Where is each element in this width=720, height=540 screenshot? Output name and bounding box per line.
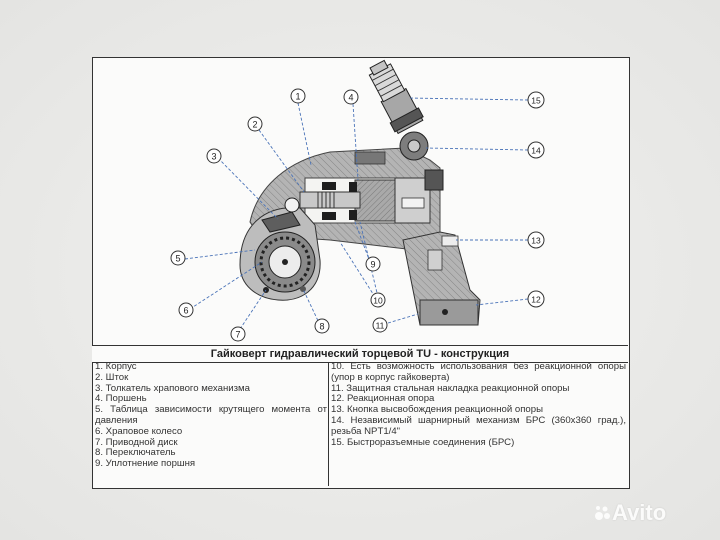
piston-seal-bottom — [349, 210, 357, 220]
callout-10: 10 — [370, 292, 386, 308]
legend-item: 2. Шток — [95, 371, 129, 383]
callout-15: 15 — [527, 91, 545, 109]
svg-text:14: 14 — [531, 146, 541, 156]
callout-2: 2 — [247, 116, 263, 132]
callout-7: 7 — [230, 326, 246, 342]
release-button — [441, 235, 459, 247]
svg-text:6: 6 — [183, 306, 188, 316]
legend-item: 6. Храповое колесо — [95, 425, 183, 437]
svg-text:8: 8 — [319, 322, 324, 332]
legend-item: 10. Есть возможность использования без р… — [331, 361, 626, 383]
svg-text:7: 7 — [235, 330, 240, 340]
callout-4: 4 — [343, 89, 359, 105]
reaction-arm — [402, 231, 481, 326]
legend-item: 3. Толкатель храпового механизма — [95, 382, 250, 394]
swivel-coupler — [368, 59, 429, 161]
ratchet-head — [239, 197, 321, 301]
svg-text:5: 5 — [175, 254, 180, 264]
callout-5: 5 — [170, 250, 186, 266]
svg-text:9: 9 — [370, 260, 375, 270]
svg-text:15: 15 — [531, 96, 541, 106]
legend-item: 11. Защитная стальная накладка реакционн… — [331, 382, 570, 394]
legend-item: 5. Таблица зависимости крутящего момента… — [95, 404, 327, 426]
svg-text:12: 12 — [531, 295, 541, 305]
legend-item: 12. Реакционная опора — [331, 393, 435, 405]
svg-text:1: 1 — [295, 92, 300, 102]
callout-1: 1 — [290, 88, 306, 104]
legend-divider — [328, 362, 329, 486]
svg-text:3: 3 — [211, 152, 216, 162]
callouts: 1 2 3 4 5 6 7 8 9 10 11 12 13 14 15 — [170, 88, 545, 342]
svg-text:11: 11 — [376, 321, 385, 331]
legend-item: 8. Переключатель — [95, 447, 176, 459]
legend-item: 13. Кнопка высвобождения реакционной опо… — [331, 404, 543, 416]
svg-text:2: 2 — [252, 120, 257, 130]
legend-item: 14. Независимый шарнирный механизм БРС (… — [331, 414, 626, 437]
callout-12: 12 — [527, 290, 545, 308]
callout-9: 9 — [365, 256, 381, 272]
ratchet-pusher — [261, 211, 301, 233]
legend-right: 10. Есть возможность использования без р… — [331, 361, 626, 448]
diagram-title: Гайковерт гидравлический торцевой TU - к… — [92, 345, 628, 363]
piston — [354, 179, 396, 222]
svg-text:10: 10 — [373, 296, 383, 306]
legend-item: 9. Уплотнение поршня — [95, 458, 196, 470]
legend-item: 15. Быстроразъемные соединения (БРС) — [331, 436, 515, 448]
callout-6: 6 — [178, 302, 194, 318]
svg-text:13: 13 — [531, 236, 541, 246]
avito-watermark: Avito — [612, 500, 667, 525]
diagram-frame — [92, 57, 630, 489]
leader-lines — [184, 97, 529, 330]
legend-item: 7. Приводной диск — [95, 436, 178, 448]
callout-14: 14 — [527, 141, 545, 159]
legend-item: 1. Корпус — [95, 361, 137, 372]
callout-13: 13 — [527, 231, 545, 249]
legend-left: 1. Корпус 2. Шток 3. Толкатель храпового… — [95, 361, 327, 470]
svg-text:4: 4 — [348, 93, 353, 103]
avito-logo-icon — [595, 506, 610, 520]
callout-8: 8 — [314, 318, 330, 334]
callout-11: 11 — [372, 317, 388, 333]
piston-seal-top — [349, 182, 357, 192]
legend-item: 4. Поршень — [95, 393, 147, 405]
callout-3: 3 — [206, 148, 222, 164]
